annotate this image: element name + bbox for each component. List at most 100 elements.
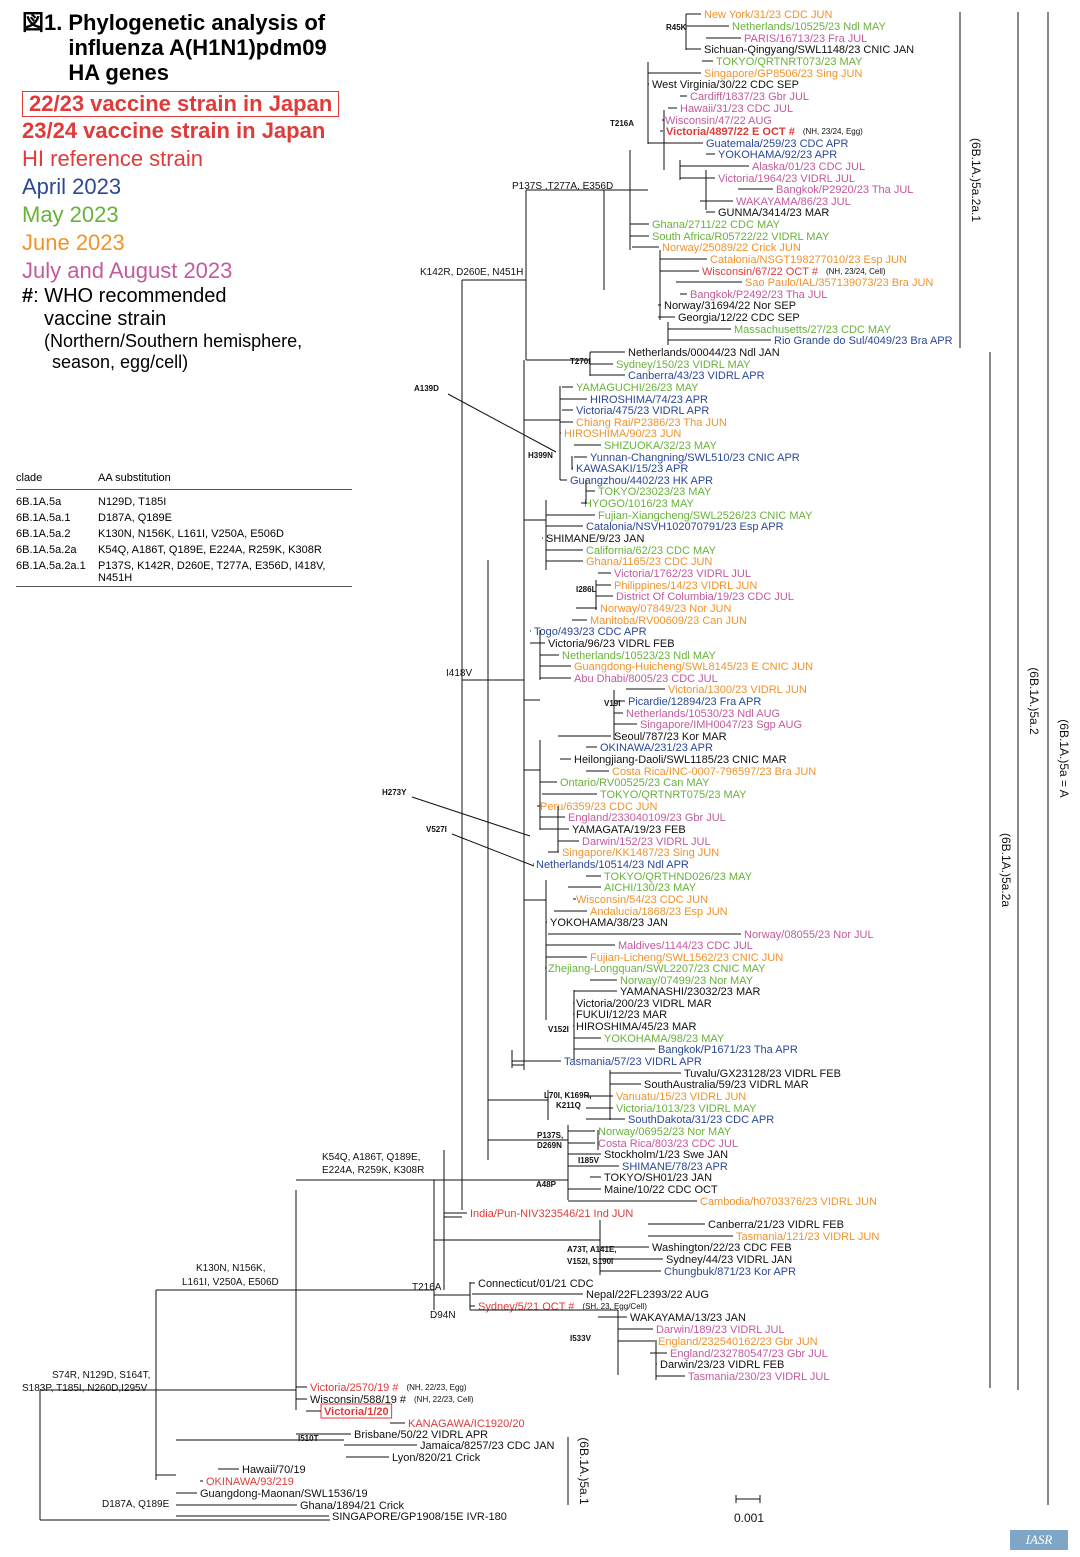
taxon-label: Nepal/22FL2393/22 AUG: [586, 1289, 709, 1301]
legend-item: July and August 2023: [22, 258, 233, 283]
legend-item: 22/23 vaccine strain in Japan: [22, 91, 340, 117]
taxon-label: Catalonia/NSGT198277010/23 Esp JUN: [710, 254, 907, 266]
taxon-label: Massachusetts/27/23 CDC MAY: [734, 324, 892, 336]
taxon-label: Abu Dhabi/8005/23 CDC JUL: [574, 673, 718, 685]
taxon-label: TOKYO/SH01/23 JAN: [604, 1172, 712, 1184]
clade-bracket-label: (6B.1A.)5a.2: [1027, 667, 1041, 735]
clade-bracket-label: (6B.1A.)5a.1: [577, 1437, 591, 1505]
mutation-label: T216A: [610, 119, 634, 128]
taxon-label: WAKAYAMA/86/23 JUL: [736, 196, 851, 208]
taxon-label: Alaska/01/23 CDC JUL: [752, 161, 865, 173]
taxon-label: Victoria/2570/19 #: [310, 1382, 399, 1394]
mutation-label: K211Q: [556, 1101, 581, 1110]
vaccine-note: (NH, 22/23, Egg): [406, 1383, 466, 1392]
taxon-label: Ghana/1894/21 Crick: [300, 1500, 404, 1512]
mutation-label: T216A: [412, 1282, 442, 1293]
taxon-label: Maldives/1144/23 CDC JUL: [618, 940, 753, 952]
taxon-label: YAMANASHI/23032/23 MAR: [620, 986, 760, 998]
taxon-label: Rio Grande do Sul/4049/23 Bra APR: [774, 335, 953, 347]
taxon-label: Victoria/475/23 VIDRL APR: [576, 405, 709, 417]
figure-title: 図1. Phylogenetic analysis of influenza A…: [22, 10, 402, 85]
taxon-label: England/233040109/23 Gbr JUL: [568, 812, 726, 824]
mutation-label: I286L: [576, 585, 597, 594]
taxon-label: Washington/22/23 CDC FEB: [652, 1242, 792, 1254]
taxon-label: Wisconsin/67/22 OCT #: [702, 266, 819, 278]
legend-item: June 2023: [22, 230, 125, 255]
taxon-label: Victoria/1013/23 VIDRL MAY: [616, 1103, 757, 1115]
taxon-label: YAMAGUCHI/26/23 MAY: [576, 382, 699, 394]
figure-title-line: Phylogenetic analysis of: [68, 10, 326, 35]
taxon-label: Bangkok/P1671/23 Tha APR: [658, 1044, 798, 1056]
clade-cell: 6B.1A.5a.1: [16, 512, 71, 524]
taxon-label: PARIS/16713/23 Fra JUL: [744, 33, 867, 45]
taxon-label: Darwin/189/23 VIDRL JUL: [656, 1324, 785, 1336]
mutation-label: K142R, D260E, N451H: [420, 267, 523, 278]
taxon-label: HIROSHIMA/74/23 APR: [590, 394, 708, 406]
taxon-label: Philippines/14/23 VIDRL JUN: [614, 580, 757, 592]
mutation-label: T270I: [570, 357, 590, 366]
taxon-label: SHIMANE/78/23 APR: [622, 1161, 728, 1173]
taxon-label: Sydney/150/23 VIDRL MAY: [616, 359, 751, 371]
taxon-label: Cardiff/1837/23 Gbr JUL: [690, 91, 809, 103]
mutation-label: I418V: [446, 668, 472, 679]
substitution-cell: N129D, T185I: [98, 496, 167, 508]
taxon-label: Vanuatu/15/23 VIDRL JUN: [616, 1091, 746, 1103]
substitution-cell: D187A, Q189E: [98, 512, 172, 524]
taxon-label: Sydney/5/21 OCT #: [478, 1301, 575, 1313]
substitution-cell: P137S, K142R, D260E, T277A, E356D, I418V…: [98, 560, 326, 584]
taxon-label: OKINAWA/231/23 APR: [600, 742, 713, 754]
taxon-label: India/Pun-NIV323546/21 Ind JUN: [470, 1208, 633, 1220]
mutation-label: P137S,: [537, 1131, 563, 1140]
taxon-label: TOKYO/QRTNRT073/23 MAY: [716, 56, 863, 68]
taxon-label: Costa Rica/INC-0007-796597/23 Bra JUN: [612, 766, 816, 778]
taxon-label: New York/31/23 CDC JUN: [704, 9, 832, 21]
taxon-label: Netherlands/10523/23 Ndl MAY: [562, 650, 717, 662]
clade-table-header: clade AA substitution: [16, 470, 352, 490]
taxon-label: Victoria/4897/22 E OCT #: [666, 126, 795, 138]
taxon-label: SouthAustralia/59/23 VIDRL MAR: [644, 1079, 809, 1091]
taxon-label: WAKAYAMA/13/23 JAN: [630, 1312, 746, 1324]
taxon-label: Georgia/12/22 CDC SEP: [678, 312, 800, 324]
clade-cell: 6B.1A.5a.2: [16, 528, 71, 540]
who-note: #: WHO recommended: [22, 285, 402, 308]
leader-line: [411, 796, 531, 837]
taxon-label: Tuvalu/GX23128/23 VIDRL FEB: [684, 1068, 841, 1080]
mutation-label: D187A, Q189E: [102, 1499, 170, 1510]
taxon-label: Victoria/1/20: [324, 1406, 389, 1418]
taxon-label: Guangdong-Maonan/SWL1536/19: [200, 1488, 368, 1500]
clade-header: clade: [16, 472, 43, 484]
figure-number: 図1.: [22, 10, 63, 35]
legend-item: May 2023: [22, 202, 119, 227]
taxon-label: SHIMANE/9/23 JAN: [546, 533, 644, 545]
taxon-label: Peru/6359/23 CDC JUN: [540, 801, 657, 813]
mutation-label: V152I, S190I: [567, 1257, 613, 1266]
mutation-label: S74R, N129D, S164T,: [52, 1370, 150, 1381]
taxon-label: Manitoba/RV00609/23 Can JUN: [590, 615, 747, 627]
legend-panel: 図1. Phylogenetic analysis of influenza A…: [22, 10, 402, 373]
who-note: vaccine strain: [22, 308, 402, 331]
mutation-label: H273Y: [382, 788, 407, 797]
mutation-label: D94N: [430, 1310, 456, 1321]
taxon-label: Netherlands/10525/23 Ndl MAY: [732, 21, 887, 33]
taxon-label: HYOGO/1016/23 MAY: [584, 498, 695, 510]
taxon-label: Netherlands/10514/23 Ndl APR: [536, 859, 689, 871]
taxon-label: England/232540162/23 Gbr JUN: [658, 1336, 818, 1348]
taxon-label: Fujian-Xiangcheng/SWL2526/23 CNIC MAY: [598, 510, 813, 522]
taxon-label: Victoria/1300/23 VIDRL JUN: [668, 684, 807, 696]
taxon-label: TOKYO/23023/23 MAY: [598, 486, 712, 498]
scale-label: 0.001: [734, 1511, 764, 1525]
taxon-label: AICHI/130/23 MAY: [604, 882, 697, 894]
taxon-label: Norway/25089/22 Crick JUN: [662, 242, 801, 254]
taxon-label: HIROSHIMA/45/23 MAR: [576, 1021, 696, 1033]
taxon-label: YOKOHAMA/38/23 JAN: [550, 917, 668, 929]
who-note-line: vaccine strain: [44, 308, 167, 330]
taxon-label: YAMAGATA/19/23 FEB: [572, 824, 686, 836]
taxon-label: YOKOHAMA/92/23 APR: [718, 149, 837, 161]
taxon-label: South Africa/R05722/22 VIDRL MAY: [652, 231, 830, 243]
taxon-label: Fujian-Licheng/SWL1562/23 CNIC JUN: [590, 952, 783, 964]
legend-item: HI reference strain: [22, 146, 203, 171]
taxon-label: Tasmania/57/23 VIDRL APR: [564, 1056, 702, 1068]
